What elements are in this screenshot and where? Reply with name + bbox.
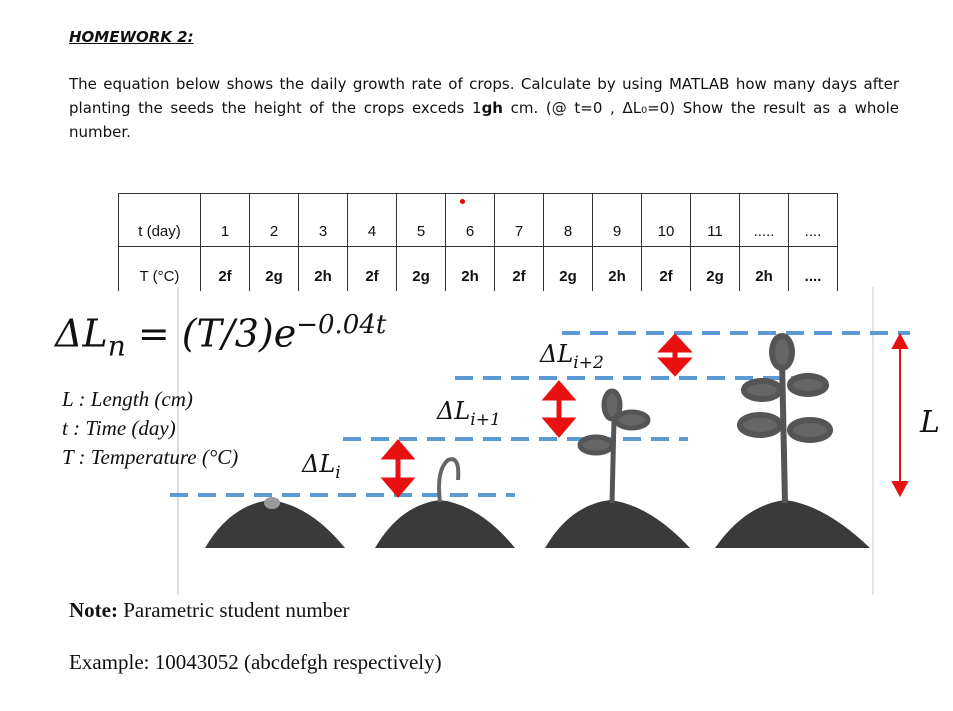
note-text: Parametric student number <box>117 598 350 622</box>
plant-icon <box>737 333 833 504</box>
table-cell-temp: 2f <box>494 246 544 291</box>
table-cell-temp: 2h <box>592 246 642 291</box>
sprout-icon <box>437 457 461 503</box>
variable-legend: L : Length (cm) t : Time (day) T : Tempe… <box>62 385 238 472</box>
table-cell-temp: 2f <box>641 246 691 291</box>
table-cell-temp: 2h <box>298 246 348 291</box>
label-delta-i2: ΔLi+2 <box>540 340 604 373</box>
statement-text-end: cm. (@ t=0 , ΔL₀=0) Show the result as a… <box>69 99 900 141</box>
example: Example: 10043052 (abcdefgh respectively… <box>69 650 442 674</box>
table-cell-day: 2 <box>249 193 299 247</box>
dashed-levels <box>170 331 910 497</box>
growth-equation: ΔLn = (T/3)e−0.04t <box>55 310 387 363</box>
arrows <box>380 332 909 498</box>
statement-text: The equation below shows the daily growt… <box>69 75 899 117</box>
table-header-day: t (day) <box>118 193 201 247</box>
table-header-temp: T (°C) <box>118 246 201 291</box>
table-cell-day: 8 <box>543 193 593 247</box>
homework-title: HOMEWORK 2: <box>69 28 194 46</box>
table-cell-day: ..... <box>739 193 789 247</box>
table-cell-day: 7 <box>494 193 544 247</box>
arrow-L <box>891 332 909 498</box>
legend-time: t : Time (day) <box>62 416 176 440</box>
label-L: L <box>920 405 940 440</box>
label-delta-i1: ΔLi+1 <box>437 397 501 430</box>
table-cell-day: 11 <box>690 193 740 247</box>
table-cell-day: 6 <box>445 193 495 247</box>
arrow-delta-i2 <box>657 333 693 377</box>
table-cell-day: 3 <box>298 193 348 247</box>
soil-1 <box>205 500 345 548</box>
table-cell-temp: 2f <box>347 246 397 291</box>
statement-bold: gh <box>481 99 503 117</box>
legend-length: L : Length (cm) <box>62 387 193 411</box>
table-cell-day: .... <box>788 193 838 247</box>
seed-icon <box>264 497 280 509</box>
soil-4 <box>715 500 870 548</box>
table-cell-temp: 2g <box>249 246 299 291</box>
arrow-delta-i1 <box>541 380 577 438</box>
table-cell-temp: 2g <box>543 246 593 291</box>
red-dot <box>460 199 465 204</box>
table-cell-day: 5 <box>396 193 446 247</box>
note-label: Note: <box>69 598 118 622</box>
seedling-icon <box>577 388 651 504</box>
table-cell-temp: 2h <box>739 246 789 291</box>
table-cell-day: 10 <box>641 193 691 247</box>
table-cell-temp: 2f <box>200 246 250 291</box>
soil-3 <box>545 500 690 548</box>
note: Note: Parametric student number <box>69 598 350 623</box>
label-delta-i: ΔLi <box>302 450 341 483</box>
table-cell-temp: 2h <box>445 246 495 291</box>
legend-temperature: T : Temperature (°C) <box>62 445 239 469</box>
problem-statement: The equation below shows the daily growt… <box>69 72 899 144</box>
arrow-delta-i <box>380 439 416 498</box>
table-cell-temp: 2g <box>690 246 740 291</box>
soil-2 <box>375 500 515 548</box>
table-cell-temp: .... <box>788 246 838 291</box>
soil-mounds <box>205 500 870 548</box>
